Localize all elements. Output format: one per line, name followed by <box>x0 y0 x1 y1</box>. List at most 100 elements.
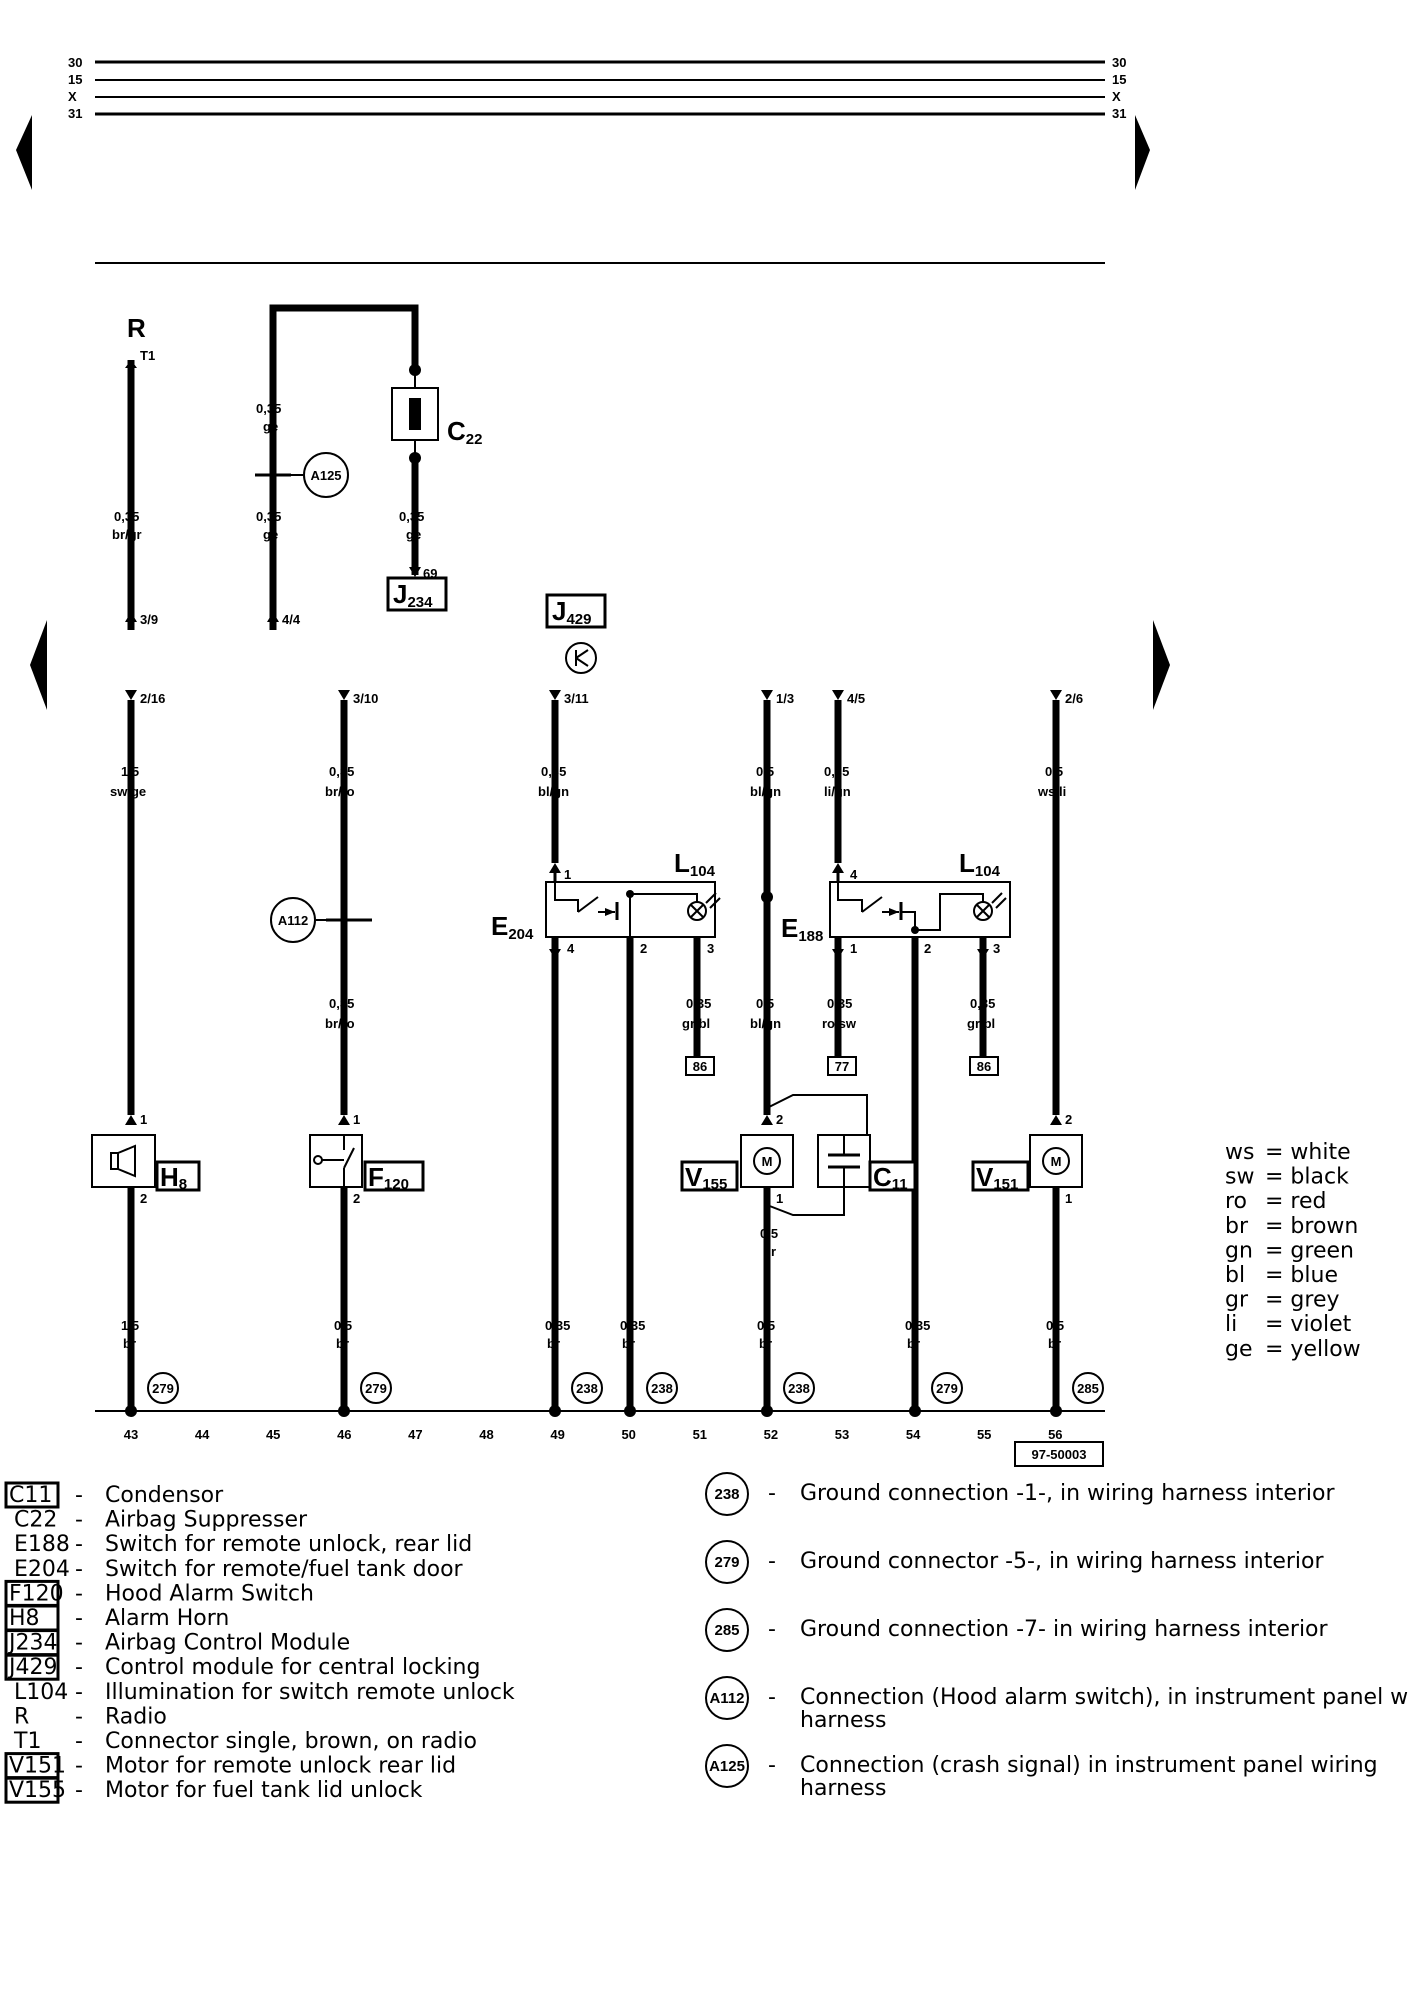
a125-label: A125 <box>310 468 341 483</box>
color-code: li <box>1225 1312 1237 1337</box>
ground-legend: 238-Ground connection -1-, in wiring har… <box>705 1472 1408 1801</box>
e204-switch-assembly: 1 4 2 3 E204 L104 0,35 gr/bl 86 <box>491 848 721 1076</box>
wire-color: br/gr <box>112 527 142 542</box>
diagram-id: 97-50003 <box>1032 1447 1087 1462</box>
horn-box <box>91 1134 156 1188</box>
wire-gauge: 0,5 <box>756 996 774 1011</box>
legend-dash: - <box>75 1557 83 1582</box>
pin-label: 2/6 <box>1065 691 1083 706</box>
color-name: = black <box>1265 1165 1349 1190</box>
h8-label: H8 <box>160 1162 187 1193</box>
wire-gauge: 0,35 <box>824 764 849 779</box>
c11-label: C11 <box>873 1162 908 1193</box>
wire-gauge: 0,35 <box>114 509 139 524</box>
svg-text:4: 4 <box>850 867 858 882</box>
wire-gauge: 0,35 <box>256 509 281 524</box>
wire-color: sw/ge <box>110 784 146 799</box>
component-description: Illumination for switch remote unlock <box>105 1680 515 1705</box>
svg-text:1: 1 <box>776 1191 783 1206</box>
pin-label: 3/9 <box>140 612 158 627</box>
wire-gauge: 0,35 <box>541 764 566 779</box>
component-code: L104 <box>14 1680 68 1705</box>
rail-label-left: 15 <box>68 72 82 87</box>
wire-gauge: 0,5 <box>1046 1318 1064 1333</box>
wire-color: bl/gn <box>750 784 781 799</box>
legend-dash: - <box>75 1704 83 1729</box>
h8-label-box <box>155 1160 201 1192</box>
legend-dash: - <box>75 1508 83 1533</box>
wire-color: br <box>907 1336 920 1351</box>
pin-label: 4/4 <box>282 612 301 627</box>
diagram-id-box <box>1014 1441 1104 1467</box>
component-code: J234 <box>7 1631 57 1656</box>
wire-color: br <box>336 1336 349 1351</box>
svg-text:1: 1 <box>353 1112 360 1127</box>
a112-connector: A112 0,35 br/ro <box>270 897 372 1031</box>
wire-gauge: 0,35 <box>329 764 354 779</box>
color-code: gn <box>1225 1238 1253 1263</box>
svg-text:1: 1 <box>564 867 571 882</box>
ground-point-icon <box>360 1372 392 1404</box>
ground-point-icon <box>783 1372 815 1404</box>
prev-section-arrow-icon[interactable] <box>30 620 47 710</box>
svg-text:M: M <box>762 1154 773 1169</box>
ground-description: harness <box>800 1776 887 1801</box>
component-code: C11 <box>9 1483 52 1508</box>
ground-id: 238 <box>788 1381 810 1396</box>
pin-arrow-icon <box>1050 690 1062 700</box>
next-page-arrow-icon[interactable] <box>1135 115 1150 190</box>
wire-gauge: 0,35 <box>686 996 711 1011</box>
wire-color: br <box>759 1336 772 1351</box>
wire-gauge: 0,35 <box>620 1318 645 1333</box>
wire-color: ge <box>263 527 278 542</box>
svg-text:M: M <box>1051 1154 1062 1169</box>
prev-page-arrow-icon[interactable] <box>16 115 32 190</box>
legend-dash: - <box>768 1617 776 1642</box>
pin-arrow-icon <box>338 690 350 700</box>
track-number: 48 <box>479 1427 493 1442</box>
ground-point-icon <box>705 1608 749 1652</box>
track-number: 53 <box>835 1427 849 1442</box>
wire-color: br/ro <box>325 784 355 799</box>
f120-label-box <box>363 1160 425 1192</box>
component-description: Airbag Suppresser <box>105 1508 308 1533</box>
r-label: R <box>127 313 146 343</box>
h8-alarm-horn: 1 2 H8 <box>91 1112 201 1206</box>
svg-text:2: 2 <box>924 941 931 956</box>
legend-dash: - <box>75 1778 83 1803</box>
svg-text:2: 2 <box>640 941 647 956</box>
ground-description: harness <box>800 1708 887 1733</box>
next-section-arrow-icon[interactable] <box>1153 620 1170 710</box>
ground-code: 238 <box>714 1486 739 1503</box>
track-number: 50 <box>621 1427 635 1442</box>
component-description: Radio <box>105 1704 167 1729</box>
rail-label-left: 30 <box>68 55 82 70</box>
color-code: ro <box>1225 1189 1247 1214</box>
component-code: R <box>14 1704 29 1729</box>
wire-gauge: 0,35 <box>256 401 281 416</box>
component-code: E204 <box>14 1557 70 1582</box>
wire-color: bl/gn <box>750 1016 781 1031</box>
svg-text:2: 2 <box>353 1191 360 1206</box>
power-rails: 30 15 X 31 30 15 X 31 <box>68 55 1126 121</box>
ground-description: Connection (crash signal) in instrument … <box>800 1753 1378 1778</box>
ground-point-icon <box>931 1372 963 1404</box>
wire-color: gr/bl <box>682 1016 710 1031</box>
component-code: V151 <box>9 1754 66 1779</box>
wire-gauge: 0,35 <box>545 1318 570 1333</box>
component-description: Motor for fuel tank lid unlock <box>105 1778 423 1803</box>
track-number: 43 <box>124 1427 138 1442</box>
track-number: 49 <box>550 1427 564 1442</box>
component-code-box <box>4 1653 60 1681</box>
legend-dash: - <box>768 1549 776 1574</box>
color-code: sw <box>1225 1165 1254 1190</box>
wire-color: br <box>123 1336 136 1351</box>
switch-contact-icon <box>343 1147 355 1169</box>
top-section: R T1 0,35 br/gr 3/9 0,35 ge A125 0,35 ge… <box>112 304 607 674</box>
ground-labels: 1,5br2790,5br2790,35br2380,35br2380,5br2… <box>121 1318 1104 1404</box>
rail-label-right: X <box>1112 89 1121 104</box>
wire-color: br <box>763 1244 776 1259</box>
motor-icon <box>753 1147 781 1175</box>
